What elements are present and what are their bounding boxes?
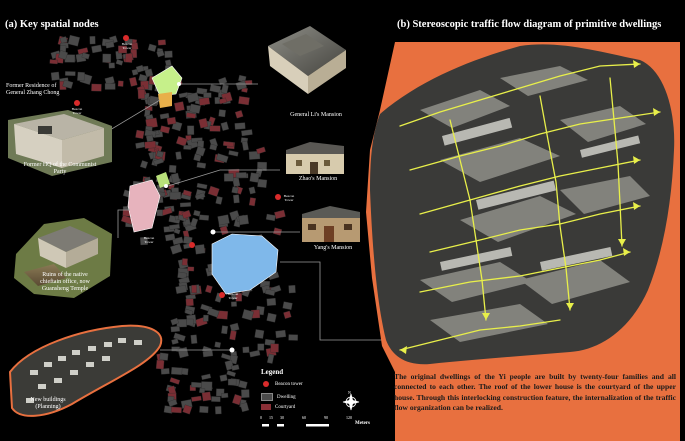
beacon-tower-label-1: Beacon Tower	[121, 42, 133, 50]
scale-bar: 0 15 30 60 90 120	[260, 415, 352, 420]
label-li-mansion: General Li's Mansion	[290, 112, 342, 118]
left-panel-title: (a) Key spatial nodes	[5, 19, 99, 30]
highlight-yang-mansion	[211, 233, 279, 295]
dwelling-blocks	[49, 34, 298, 415]
beacon-tower-label-2: Beacon Tower	[71, 107, 83, 115]
right-panel-title: (b) Stereoscopic traffic flow diagram of…	[397, 19, 662, 30]
label-new-buildings: New buildings (Planning)	[30, 397, 66, 410]
highlight-zhang	[158, 92, 172, 108]
legend-item-dwelling: Dwelling	[261, 393, 296, 401]
label-chieftain-office: Ruins of the native chieftain office, no…	[40, 272, 90, 292]
dwelling-swatch	[261, 393, 273, 401]
highlight-zhao	[156, 172, 170, 188]
description-text: The original dwellings of the Yi people …	[394, 372, 676, 413]
courtyard-swatch	[261, 404, 271, 410]
highlight-chieftain-office	[127, 179, 161, 233]
highlight-li-mansion	[151, 65, 183, 97]
legend-item-beacon: Beacon tower	[261, 381, 303, 387]
scale-unit: Meters	[355, 421, 370, 426]
label-zhang-residence: Former Residence of General Zhang Chong	[6, 83, 60, 96]
label-yang-mansion: Yang's Mansion	[313, 245, 353, 251]
beacon-tower-label-4: Beacon Tower	[143, 236, 155, 244]
compass-north-label: N	[348, 390, 351, 395]
beacon-tower-icon	[263, 381, 269, 387]
legend-item-courtyard: Courtyard	[261, 404, 295, 410]
label-zhao-mansion: Zhao's Mansion	[298, 176, 338, 182]
legend-title: Legend	[261, 368, 284, 376]
beacon-tower-label-5: Beacon Tower	[227, 292, 239, 300]
beacon-tower-label-3: Beacon Tower	[283, 194, 295, 202]
label-party-hq: Former HQ of the Communist Party	[23, 162, 97, 175]
legend: Legend Beacon tower Dwelling Courtyard	[258, 368, 350, 430]
